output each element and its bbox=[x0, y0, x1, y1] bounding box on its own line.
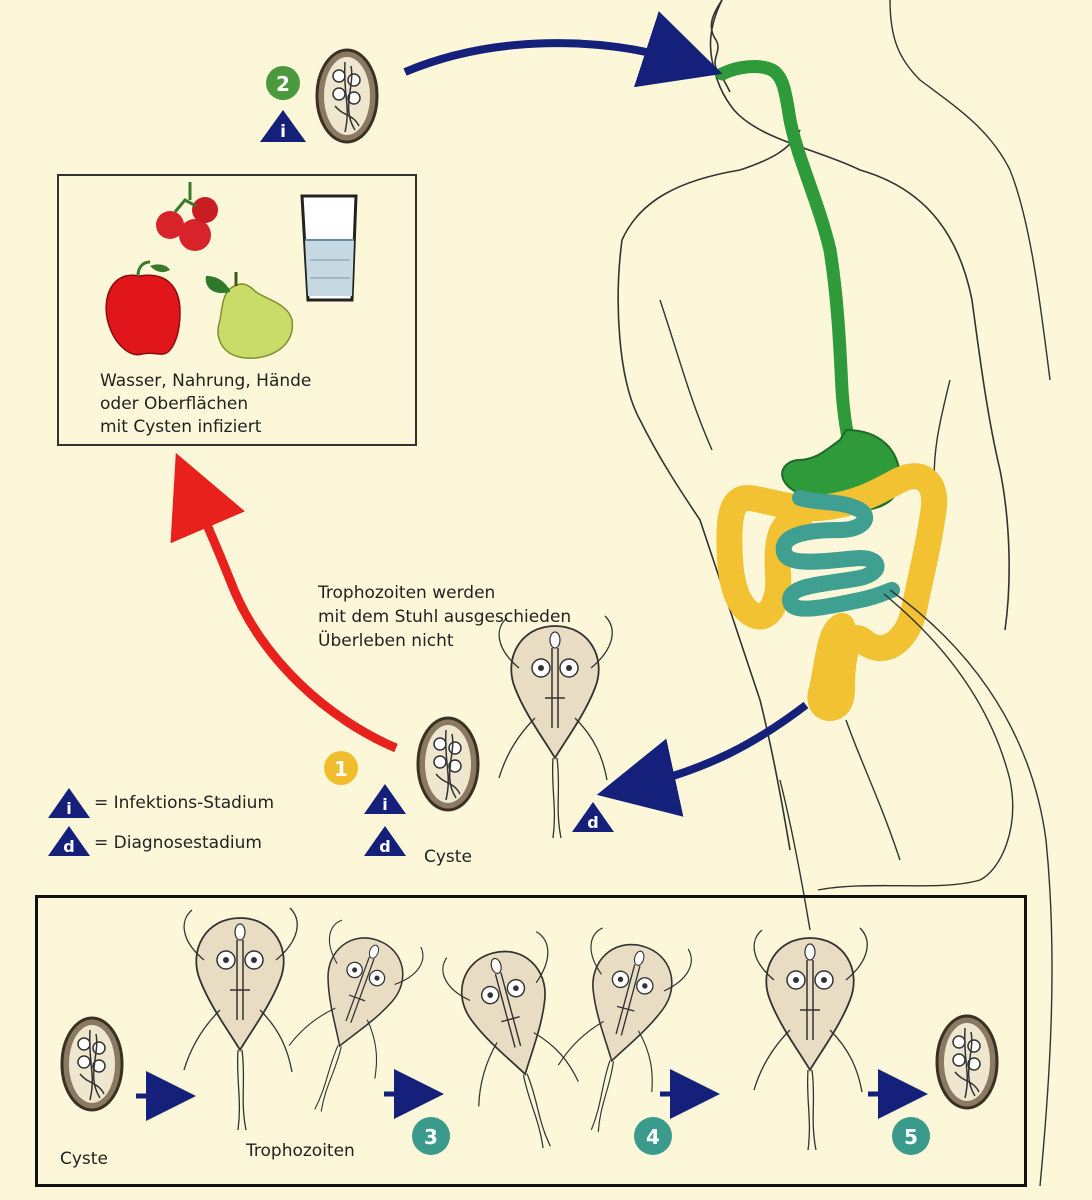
cyst-top bbox=[315, 48, 379, 144]
diagram-label: 4 bbox=[646, 1125, 660, 1149]
infection-stage-icon-top bbox=[260, 110, 306, 142]
legend-diagnosis-text: = Diagnosestadium bbox=[94, 833, 262, 853]
troph-note-line-1: Trophozoiten werden bbox=[318, 583, 496, 603]
step-5-badge bbox=[892, 1117, 930, 1155]
food-box-line-1: Wasser, Nahrung, Hände bbox=[100, 371, 312, 391]
food-water-box bbox=[57, 174, 417, 446]
large-intestine bbox=[716, 463, 948, 721]
arrow-cyst-to-food bbox=[170, 452, 398, 753]
legend-infection-icon bbox=[48, 788, 90, 818]
legend-diagnosis-icon bbox=[48, 826, 90, 856]
food-box-line-3: mit Cysten infiziert bbox=[100, 417, 262, 437]
esophagus bbox=[715, 60, 859, 462]
diagnostic-stage-icon-mid bbox=[364, 826, 406, 856]
step-2-badge bbox=[266, 66, 300, 100]
raspberry-icon bbox=[156, 182, 218, 251]
legend-infection-text: = Infektions-Stadium bbox=[94, 793, 275, 813]
pointer-line-2 bbox=[889, 589, 1053, 1187]
apple-icon bbox=[105, 260, 181, 356]
human-back-outline bbox=[889, 0, 1051, 381]
diagram-label: 5 bbox=[904, 1125, 918, 1149]
diagram-label: d bbox=[587, 813, 598, 832]
troph-note-line-3: Überleben nicht bbox=[318, 631, 454, 651]
diagram-label: 1 bbox=[334, 757, 348, 781]
arrow-cyst-to-mouth bbox=[403, 11, 723, 88]
pear-icon bbox=[205, 272, 294, 359]
cyst-diagnostic bbox=[416, 716, 480, 812]
pointer-line bbox=[817, 593, 1014, 891]
human-abdomen-outline bbox=[845, 719, 901, 861]
step-2-number: 2 bbox=[276, 72, 290, 96]
food-box-line-2: oder Oberflächen bbox=[100, 394, 249, 414]
diagram-label: i bbox=[66, 799, 71, 818]
step-3-badge bbox=[412, 1117, 450, 1155]
trophozoite-label: Trophozoiten bbox=[246, 1141, 355, 1161]
replication-cycle-box bbox=[35, 895, 1027, 1187]
step-4-badge bbox=[634, 1117, 672, 1155]
diagram-label: d bbox=[63, 837, 74, 856]
diagram-label: i bbox=[382, 795, 387, 814]
diagram-label: 3 bbox=[424, 1125, 438, 1149]
human-body-outline bbox=[617, 0, 1010, 851]
diagram-label: i bbox=[280, 122, 286, 142]
troph-note-line-2: mit dem Stuhl ausgeschieden bbox=[318, 607, 572, 627]
small-intestine bbox=[775, 490, 900, 617]
cyst-label-bottom: Cyste bbox=[60, 1149, 108, 1169]
cyst-label-mid: Cyste bbox=[424, 847, 472, 867]
diagnostic-stage-icon-troph bbox=[572, 802, 614, 832]
water-glass-icon bbox=[300, 194, 358, 302]
diagram-label: d bbox=[379, 837, 390, 856]
infection-stage-icon-mid bbox=[364, 784, 406, 814]
arrow-body-to-cyst bbox=[596, 701, 809, 817]
trophozoite-excreted bbox=[498, 615, 614, 839]
step-1-badge bbox=[324, 751, 358, 785]
